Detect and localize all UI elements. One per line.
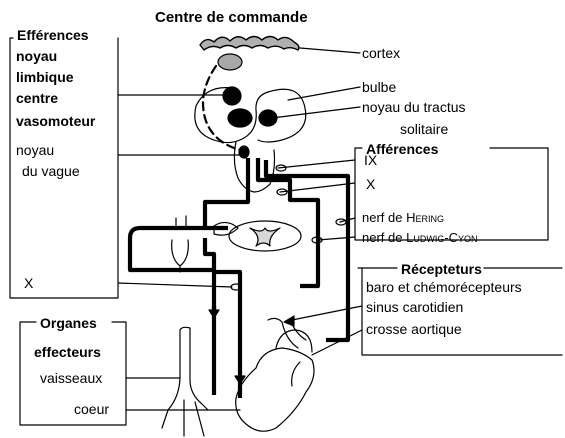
vagal-efferent-path xyxy=(205,158,248,398)
vaisseaux-label: vaisseaux xyxy=(40,371,102,385)
crosse-leader xyxy=(312,330,362,355)
cortex-shape xyxy=(200,37,299,51)
coeur-label: coeur xyxy=(74,402,109,416)
ludwig-nerve-label: nerf de Ludwig-Cyon xyxy=(362,231,478,244)
sinus-leader xyxy=(292,306,362,320)
arrow-vessel xyxy=(209,310,219,318)
tractus-leader xyxy=(272,107,360,118)
vagus-nucleus xyxy=(239,146,249,158)
receptor-item-crosse: crosse aortique xyxy=(366,322,462,336)
efferences-heading: Efférences xyxy=(17,28,89,42)
limbic-label-line1: noyau xyxy=(16,49,57,63)
vena-cava xyxy=(162,327,208,436)
vasomotor-label-line2: vasomoteur xyxy=(16,114,95,128)
aortic-arch xyxy=(276,330,312,386)
hering-prefix: nerf de xyxy=(362,210,406,225)
ludwig-prefix: nerf de xyxy=(362,230,406,245)
limbic-nucleus xyxy=(218,54,242,70)
receptor-item-sinus: sinus carotidien xyxy=(366,300,463,314)
organes-heading-line1: Organes xyxy=(40,316,97,330)
receptor-item-baro: baro et chémorécepteurs xyxy=(366,280,522,294)
tractus-label-line1: noyau du tractus xyxy=(362,100,466,114)
sympathetic-chain xyxy=(172,216,189,272)
sympathetic-pathway xyxy=(130,228,228,310)
afferences-box xyxy=(355,148,548,240)
vagus-label-line2: du vague xyxy=(22,164,80,178)
bulbe-label: bulbe xyxy=(362,80,396,94)
cortex-label: cortex xyxy=(362,46,400,60)
bulbe-nucleus-upper xyxy=(223,87,241,105)
hering-nerve-label: nerf de Hering xyxy=(362,211,444,224)
nerve-ix-label: IX xyxy=(364,153,377,167)
nerve-x-label: X xyxy=(366,177,375,191)
tractus-label-line2: solitaire xyxy=(400,122,448,136)
vagus-nerve-x-label: X xyxy=(24,276,33,290)
hering-name: Hering xyxy=(406,210,444,225)
recepteurs-heading: Récepteturs xyxy=(401,262,482,276)
diagram-title: Centre de commande xyxy=(155,10,308,25)
tractus-nucleus-right xyxy=(259,110,277,126)
heart-outline xyxy=(236,348,314,431)
cortex-leader xyxy=(300,48,360,53)
spinal-gray-matter xyxy=(250,228,280,246)
organes-heading-line2: effecteurs xyxy=(34,345,101,359)
bulbe-leader xyxy=(288,87,360,100)
ludwig-name: Ludwig-Cyon xyxy=(406,230,477,245)
vasomotor-label-line1: centre xyxy=(16,91,58,105)
tractus-nucleus-left xyxy=(228,109,252,127)
vagus-label-line1: noyau xyxy=(16,143,54,157)
limbic-label-line2: limbique xyxy=(16,70,74,84)
ix-leader xyxy=(278,160,355,168)
